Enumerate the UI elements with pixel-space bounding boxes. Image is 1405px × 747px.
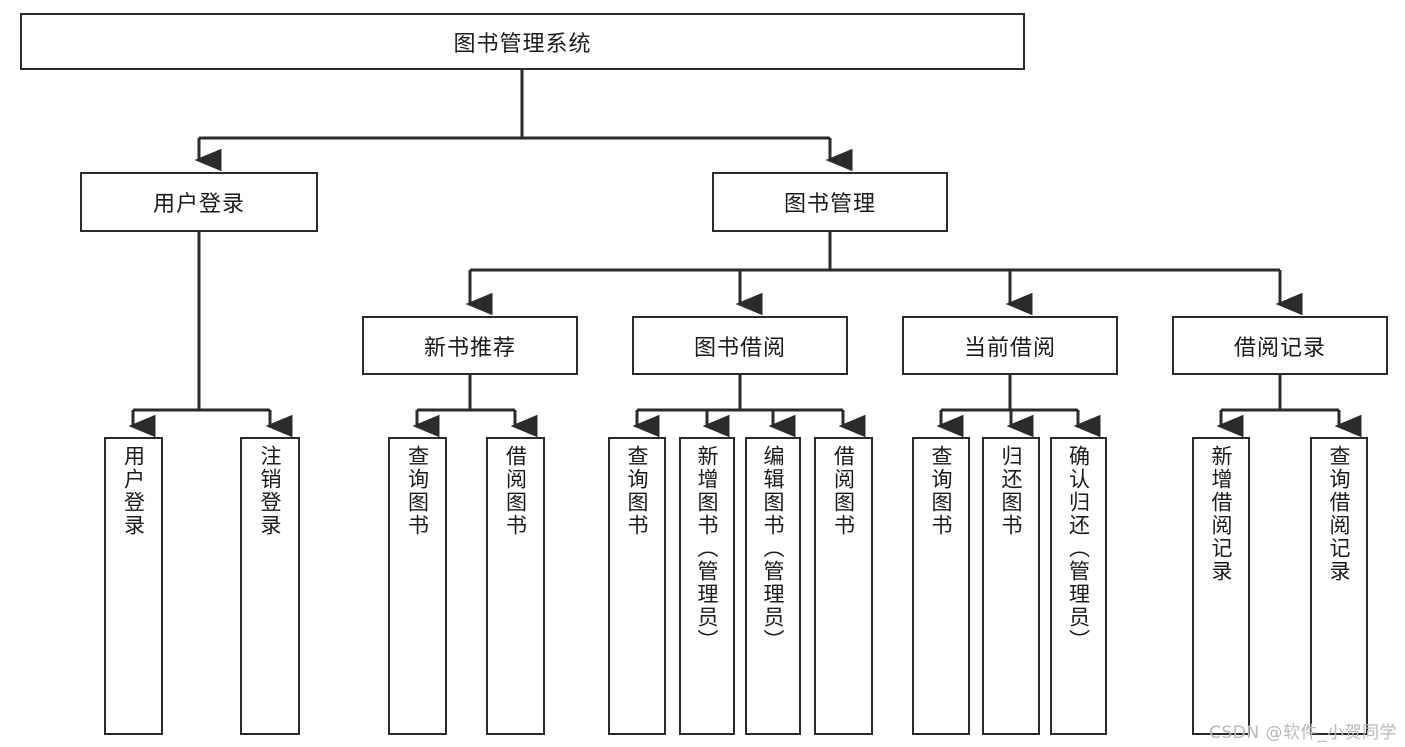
node-leaf-confirm-return[interactable]: 确认归还（管理员）	[1050, 437, 1107, 735]
node-root[interactable]: 图书管理系统	[20, 13, 1025, 70]
node-leaf-query-book-2[interactable]: 查询图书	[608, 437, 666, 735]
node-leaf-borrow-book-2[interactable]: 借阅图书	[814, 437, 873, 735]
node-leaf-add-record[interactable]: 新增借阅记录	[1192, 437, 1250, 735]
node-leaf-logout[interactable]: 注销登录	[240, 437, 300, 735]
node-leaf-borrow-book-2-label: 借阅图书	[831, 445, 856, 537]
node-leaf-query-book-2-label: 查询图书	[625, 445, 650, 537]
node-leaf-edit-book-label: 编辑图书（管理员）	[761, 445, 786, 652]
node-leaf-query-record[interactable]: 查询借阅记录	[1310, 437, 1368, 735]
node-current-borrow[interactable]: 当前借阅	[902, 316, 1118, 375]
node-leaf-borrow-book-1-label: 借阅图书	[503, 445, 528, 537]
node-book-borrow-label: 图书借阅	[693, 335, 786, 361]
node-book-manage-label: 图书管理	[783, 192, 876, 217]
node-book-manage[interactable]: 图书管理	[712, 172, 948, 232]
node-root-label: 图书管理系统	[453, 31, 592, 57]
node-leaf-user-login[interactable]: 用户登录	[104, 437, 163, 735]
node-leaf-edit-book[interactable]: 编辑图书（管理员）	[745, 437, 801, 735]
root-to-level2-links	[194, 70, 853, 172]
node-leaf-add-book[interactable]: 新增图书（管理员）	[679, 437, 735, 735]
node-leaf-query-book-1-label: 查询图书	[405, 445, 430, 537]
node-user-login[interactable]: 用户登录	[80, 172, 318, 232]
node-current-borrow-label: 当前借阅	[963, 335, 1056, 361]
node-leaf-logout-label: 注销登录	[258, 445, 283, 537]
user-login-to-leaves-links	[128, 232, 293, 438]
borrow-record-to-leaves-links	[1216, 375, 1362, 438]
book-manage-to-level3-links	[465, 232, 1303, 316]
node-leaf-query-record-label: 查询借阅记录	[1327, 445, 1352, 583]
node-new-book-rec[interactable]: 新书推荐	[362, 316, 578, 375]
node-leaf-query-book-3-label: 查询图书	[929, 445, 954, 537]
node-leaf-user-login-label: 用户登录	[121, 445, 146, 537]
node-leaf-confirm-return-label: 确认归还（管理员）	[1066, 445, 1091, 652]
node-leaf-add-record-label: 新增借阅记录	[1209, 445, 1234, 583]
node-borrow-record-label: 借阅记录	[1233, 335, 1326, 361]
node-user-login-label: 用户登录	[152, 192, 245, 217]
node-leaf-return-book-label: 归还图书	[999, 445, 1024, 537]
node-leaf-add-book-label: 新增图书（管理员）	[695, 445, 720, 652]
current-borrow-to-leaves-links	[936, 375, 1101, 438]
node-new-book-rec-label: 新书推荐	[423, 335, 516, 361]
node-leaf-return-book[interactable]: 归还图书	[982, 437, 1040, 735]
node-borrow-record[interactable]: 借阅记录	[1172, 316, 1388, 375]
node-book-borrow[interactable]: 图书借阅	[632, 316, 848, 375]
node-leaf-query-book-1[interactable]: 查询图书	[388, 437, 447, 735]
new-book-rec-to-leaves-links	[412, 375, 538, 438]
csdn-watermark: CSDN @软件_小贺同学	[1209, 723, 1397, 743]
node-leaf-borrow-book-1[interactable]: 借阅图书	[486, 437, 545, 735]
node-leaf-query-book-3[interactable]: 查询图书	[912, 437, 970, 735]
book-borrow-to-leaves-links	[632, 375, 866, 438]
